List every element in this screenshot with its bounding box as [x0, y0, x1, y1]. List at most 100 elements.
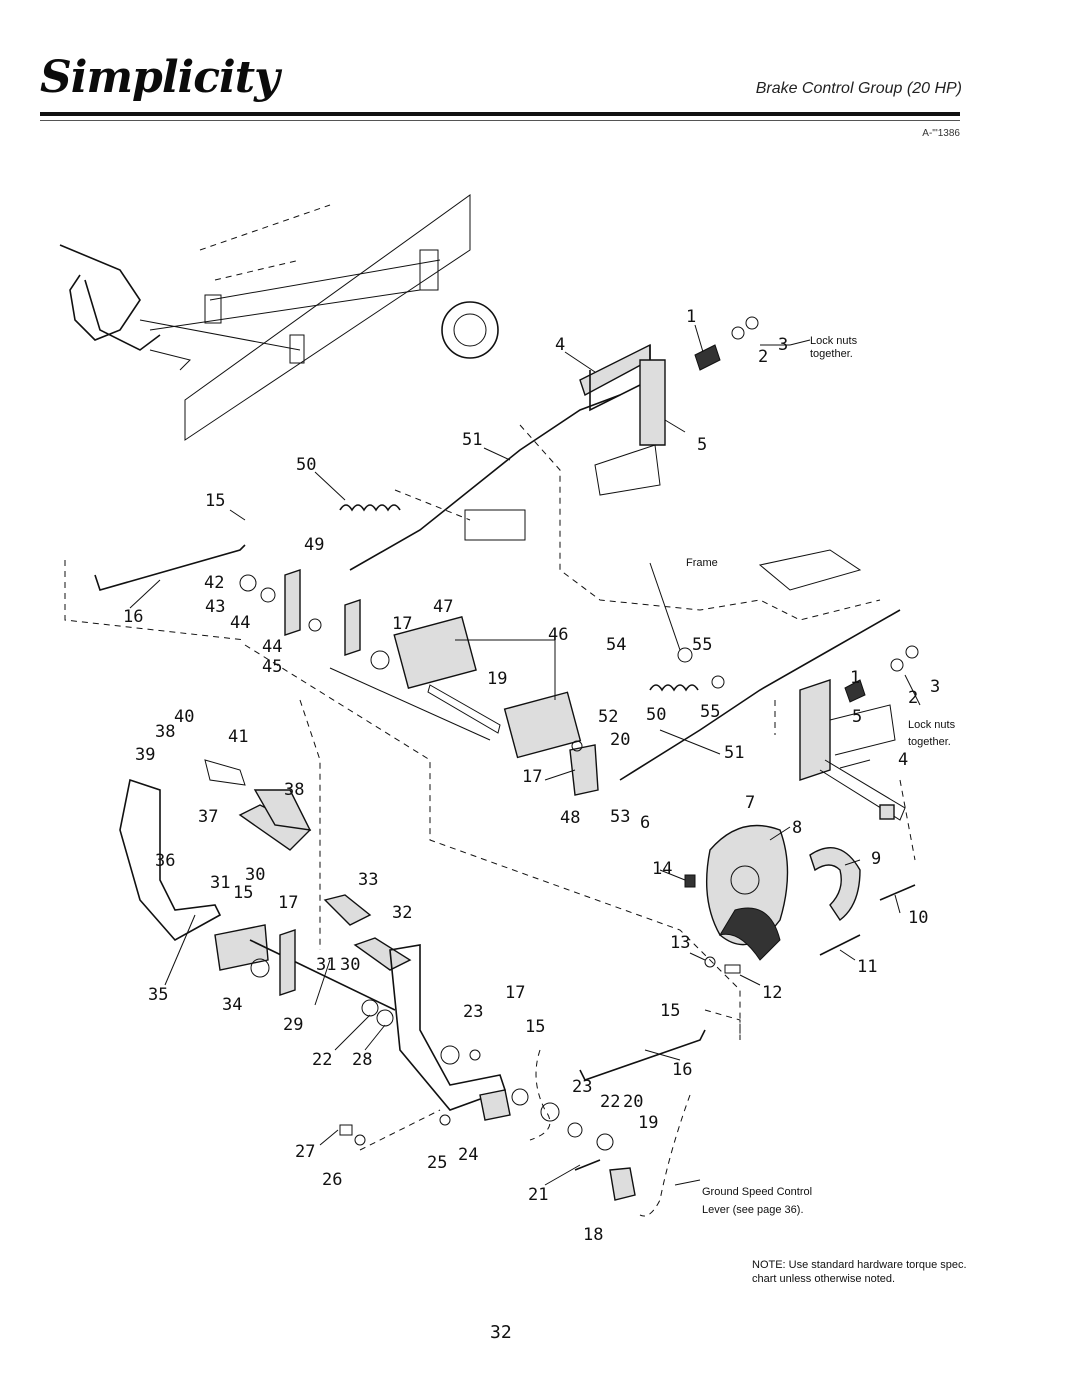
- spring-10: [879, 884, 916, 901]
- callout: 54: [606, 635, 626, 655]
- callout: 23: [463, 1002, 483, 1022]
- callout: 55: [692, 635, 712, 655]
- callout: 26: [322, 1170, 342, 1190]
- page-number: 32: [490, 1322, 512, 1343]
- callout: 15: [660, 1001, 680, 1021]
- header-rule: [40, 112, 960, 116]
- callout: 28: [352, 1050, 372, 1070]
- callout: 4: [898, 750, 908, 770]
- callout: 19: [487, 669, 507, 689]
- callout: 30: [340, 955, 360, 975]
- callout: 8: [792, 818, 802, 838]
- callout: 10: [908, 908, 928, 928]
- tractor-overview-inset: [59, 194, 499, 441]
- callout: 33: [358, 870, 378, 890]
- callout: 5: [852, 707, 862, 727]
- callout: 23: [572, 1077, 592, 1097]
- callout: 15: [233, 883, 253, 903]
- callout: 17: [278, 893, 298, 913]
- callout: 20: [610, 730, 630, 750]
- callout: 22: [600, 1092, 620, 1112]
- callout: 9: [871, 849, 881, 869]
- callout: 37: [198, 807, 218, 827]
- callout: 27: [295, 1142, 315, 1162]
- callout: 39: [135, 745, 155, 765]
- callout: 6: [640, 813, 650, 833]
- callout: 18: [583, 1225, 603, 1245]
- upper-bracket-assembly: [579, 316, 790, 496]
- spring-50: [339, 504, 401, 512]
- page-title: Brake Control Group (20 HP): [755, 80, 962, 97]
- region-outline: [244, 644, 741, 1040]
- callout: 7: [745, 793, 755, 813]
- callout: 17: [505, 983, 525, 1003]
- label-ground-speed-1: Ground Speed Control: [702, 1186, 812, 1198]
- callout: 17: [522, 767, 542, 787]
- callout: 32: [392, 903, 412, 923]
- callout: 40: [174, 707, 194, 727]
- callout: 31: [316, 955, 336, 975]
- callout: 50: [646, 705, 666, 725]
- brand-logo: Simplicity: [40, 52, 280, 103]
- callout: 48: [560, 808, 580, 828]
- rod-16-left: [94, 544, 246, 591]
- callout: 2: [908, 688, 918, 708]
- callout: 52: [598, 707, 618, 727]
- callout: 19: [638, 1113, 658, 1133]
- header-rule-thin: [40, 120, 960, 121]
- brake-rod-upper: [349, 394, 621, 571]
- callout: 20: [623, 1092, 643, 1112]
- callout: 15: [205, 491, 225, 511]
- callout: 29: [283, 1015, 303, 1035]
- callout: 36: [155, 851, 175, 871]
- callout: 41: [228, 727, 248, 747]
- bellcrank-assembly: [239, 569, 477, 689]
- label-lock-nuts-top: Lock nuts: [810, 335, 858, 347]
- callout: 47: [433, 597, 453, 617]
- figure-id: A-"'1386: [922, 128, 960, 139]
- label-together-top: together.: [810, 348, 853, 360]
- callout: 55: [700, 702, 720, 722]
- callout: 2: [758, 347, 768, 367]
- callout: 3: [778, 335, 788, 355]
- rod-16-right: [579, 1029, 706, 1081]
- label-lock-nuts-right: Lock nuts: [908, 719, 956, 731]
- callout: 17: [392, 614, 412, 634]
- callout: 44: [262, 637, 282, 657]
- right-bracket-assembly: [774, 645, 919, 861]
- callout: 49: [304, 535, 324, 555]
- callout: 42: [204, 573, 224, 593]
- brake-pedal-right: [389, 944, 507, 1111]
- callout: 3: [930, 677, 940, 697]
- brake-shoe: [809, 847, 861, 922]
- callout: 24: [458, 1145, 478, 1165]
- callout: 38: [155, 722, 175, 742]
- callout: 1: [686, 307, 696, 327]
- brake-pedal-left: [119, 778, 222, 942]
- callout: 13: [670, 933, 690, 953]
- callout: 35: [148, 985, 168, 1005]
- label-ground-speed-2: Lever (see page 36).: [702, 1204, 804, 1216]
- frame-outline: [519, 424, 881, 621]
- callout: 14: [652, 859, 672, 879]
- pin-11: [819, 934, 861, 956]
- callout: 51: [724, 743, 744, 763]
- callout: 21: [528, 1185, 548, 1205]
- callout: 53: [610, 807, 630, 827]
- callout: 50: [296, 455, 316, 475]
- callout: 43: [205, 597, 225, 617]
- brake-backing-plate: [706, 824, 789, 961]
- callout: 12: [762, 983, 782, 1003]
- callout: 4: [555, 335, 565, 355]
- part-callouts: 1 2 3 4 5 50 51 15 49 16 42 43 44 44 45 …: [123, 307, 940, 1245]
- callout: 30: [245, 865, 265, 885]
- callout: 51: [462, 430, 482, 450]
- callout: 16: [672, 1060, 692, 1080]
- leader-lines: [129, 324, 921, 1186]
- callout: 1: [850, 668, 860, 688]
- callout: 46: [548, 625, 568, 645]
- callout: 11: [857, 957, 877, 977]
- label-together-right: together.: [908, 736, 951, 748]
- callout: 31: [210, 873, 230, 893]
